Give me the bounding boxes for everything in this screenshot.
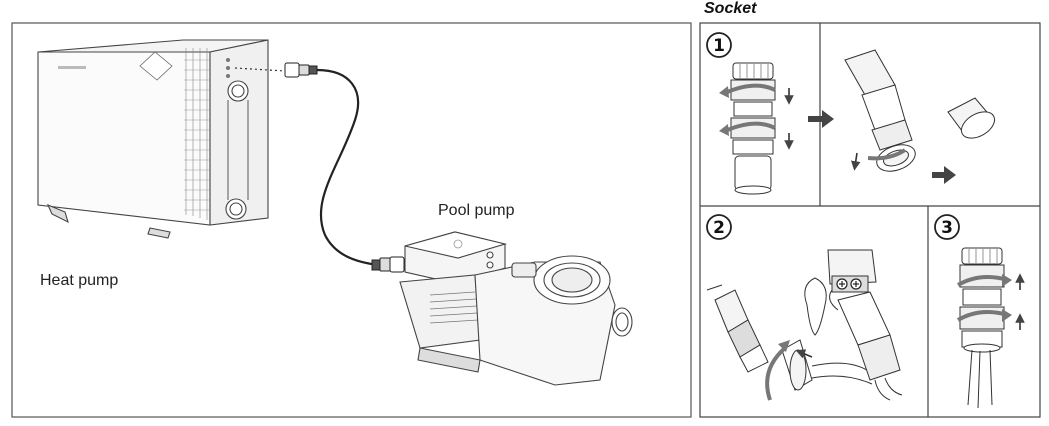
heat-pump-dotted-link xyxy=(234,67,286,72)
cable-connector-bottom xyxy=(371,256,405,273)
left-panel-frame xyxy=(11,22,692,418)
rotate-arrowhead-icon xyxy=(719,124,729,136)
cable-connector-top xyxy=(284,62,318,78)
socket-assembled-step3 xyxy=(959,247,1005,409)
rotate-arrowhead-icon xyxy=(1002,274,1012,287)
socket-panel xyxy=(699,22,1041,418)
socket-title: Socket xyxy=(704,0,757,17)
step-3-badge: 3 xyxy=(934,214,960,240)
heat-pump-label: Heat pump xyxy=(40,272,118,289)
pool-pump-label: Pool pump xyxy=(438,202,515,219)
left-arrow-icon xyxy=(795,349,813,359)
socket-wiring-step2 xyxy=(706,249,903,401)
right-arrow-icon xyxy=(808,110,834,128)
terminal-screw-icon xyxy=(836,278,862,290)
rotate-arrowhead-icon xyxy=(719,86,729,98)
rotate-arrowhead-icon xyxy=(1002,309,1012,322)
step-1-badge: 1 xyxy=(706,32,732,58)
svg-text:1: 1 xyxy=(713,36,725,56)
connection-cable xyxy=(316,68,379,267)
rotate-arrow-icon xyxy=(724,83,776,133)
right-arrow-icon xyxy=(932,166,956,184)
socket-disassembled xyxy=(844,49,996,172)
rotate-arrow-icon xyxy=(765,346,787,401)
svg-text:3: 3 xyxy=(941,218,953,238)
svg-text:2: 2 xyxy=(713,218,725,238)
step-2-badge: 2 xyxy=(706,214,732,240)
pool-pump-unit xyxy=(399,231,633,386)
rotate-arrow-icon xyxy=(867,148,907,161)
heat-pump-unit xyxy=(37,39,269,239)
down-arrow-icon xyxy=(850,152,861,171)
rotate-arrowhead-icon xyxy=(778,340,790,352)
